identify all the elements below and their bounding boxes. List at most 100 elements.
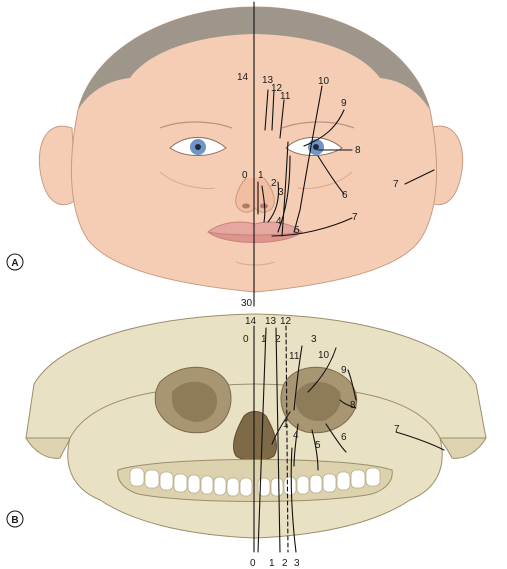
- face-cleft-lines: [253, 1, 435, 307]
- skull-line-1: [257, 327, 267, 553]
- skull-label-2-bottom: 2: [282, 558, 288, 569]
- left-cheek-line: [159, 171, 216, 189]
- left-orbit-inner: [172, 381, 218, 422]
- right-pupil: [313, 144, 319, 150]
- maxillary-arch: [117, 459, 393, 502]
- tooth: [309, 474, 323, 494]
- skull-label-6: 6: [341, 432, 347, 443]
- lower-lip: [207, 231, 303, 243]
- left-pupil: [195, 144, 201, 150]
- tooth: [296, 475, 310, 495]
- skull-line-1-lower: [271, 411, 291, 445]
- tooth: [239, 477, 253, 497]
- skull-label-3-bottom: 3: [294, 558, 300, 569]
- face-label-2: 2: [271, 178, 277, 189]
- tooth: [226, 477, 240, 497]
- tooth: [350, 469, 366, 489]
- face-label-12: 12: [271, 83, 283, 94]
- tooth: [187, 474, 201, 494]
- panel-a-marker: A: [6, 253, 24, 271]
- skull-line-2: [275, 327, 281, 553]
- face-label-6: 6: [342, 190, 348, 201]
- tooth: [336, 471, 351, 491]
- tooth: [213, 476, 227, 496]
- skull-cleft-lines: [253, 325, 445, 553]
- face-line-3: [267, 181, 280, 223]
- tooth: [129, 467, 145, 487]
- skull-label-5: 5: [315, 440, 321, 451]
- skull-label-9: 9: [341, 365, 347, 376]
- face-line-9: [303, 109, 345, 147]
- panel-b-letter: B: [11, 515, 18, 526]
- face-line-4: [277, 155, 291, 233]
- right-orbit-inner: [296, 381, 341, 422]
- tooth: [322, 473, 337, 493]
- skull-label-3-top: 3: [311, 334, 317, 345]
- skull-label-8: 8: [350, 400, 356, 411]
- hair: [78, 7, 430, 110]
- face-line-7-lateral: [404, 169, 435, 185]
- skull-label-1-mid: 1: [283, 419, 289, 430]
- tooth: [173, 473, 188, 493]
- face-line-13: [264, 89, 269, 131]
- face-line-12: [271, 89, 275, 131]
- skull-line-9: [347, 369, 357, 401]
- panel-b-marker: B: [6, 510, 24, 528]
- face-line-11: [279, 99, 285, 139]
- skull-label-7: 7: [394, 424, 400, 435]
- tooth: [159, 471, 174, 491]
- face-label-3: 3: [278, 187, 284, 198]
- face-label-14: 14: [237, 72, 249, 83]
- tooth: [200, 475, 214, 495]
- skull-line-6: [325, 423, 347, 453]
- skull-label-13: 13: [265, 316, 277, 327]
- face-labels: 14 13 12 11 10 9 8 7 6 5 4 3 2 1 0 7 30: [237, 72, 399, 309]
- teeth: [129, 467, 381, 497]
- face-label-0: 0: [242, 170, 248, 181]
- skull-label-10: 10: [318, 350, 330, 361]
- nasal-aperture: [233, 411, 277, 461]
- chin-crease: [235, 261, 275, 266]
- skull-line-5: [311, 429, 319, 471]
- face-illustration: [38, 6, 464, 293]
- face-label-7: 7: [352, 212, 358, 223]
- panel-a-letter: A: [11, 258, 18, 269]
- face-label-13: 13: [262, 75, 274, 86]
- skull-line-7: [395, 431, 445, 451]
- left-brow: [159, 121, 233, 129]
- face-label-8: 8: [355, 145, 361, 156]
- face-line-2: [261, 185, 266, 223]
- tooth: [144, 469, 160, 489]
- skull-illustration: [25, 313, 487, 539]
- right-zygomatic-process: [439, 437, 487, 459]
- left-ear: [38, 125, 77, 205]
- skull-label-1-top: 1: [261, 334, 267, 345]
- left-nostril: [242, 203, 250, 209]
- face-label-4: 4: [276, 216, 282, 227]
- face-label-5: 5: [294, 225, 300, 236]
- skull-line-11: [293, 345, 303, 411]
- face-label-7-lateral: 7: [393, 179, 399, 190]
- tooth: [365, 467, 381, 487]
- skull-label-12: 12: [280, 316, 292, 327]
- skull-label-2-top: 2: [275, 334, 281, 345]
- face-label-10: 10: [318, 76, 330, 87]
- face-label-11: 11: [280, 91, 291, 102]
- skull-line-12-dashed: [285, 325, 289, 553]
- face-label-1: 1: [258, 170, 264, 181]
- skull-labels: 14 13 12 0 1 2 3 11 10 9 8 7 6 5 4 1 0 1…: [243, 316, 400, 569]
- skull-label-0-bottom: 0: [250, 558, 256, 569]
- skull-label-1-bottom: 1: [269, 558, 275, 569]
- tooth: [283, 476, 297, 496]
- face-line-5: [281, 141, 289, 237]
- face-line-7: [271, 217, 353, 237]
- skull-line-4: [293, 423, 299, 467]
- skull-line-8: [339, 399, 357, 409]
- skull-label-11: 11: [289, 351, 300, 362]
- face-line-6: [317, 155, 345, 195]
- face-label-9: 9: [341, 98, 347, 109]
- right-cheek-line: [297, 171, 353, 189]
- tooth: [270, 477, 284, 497]
- skull-line-10: [307, 347, 337, 393]
- skull-line-3: [290, 447, 297, 553]
